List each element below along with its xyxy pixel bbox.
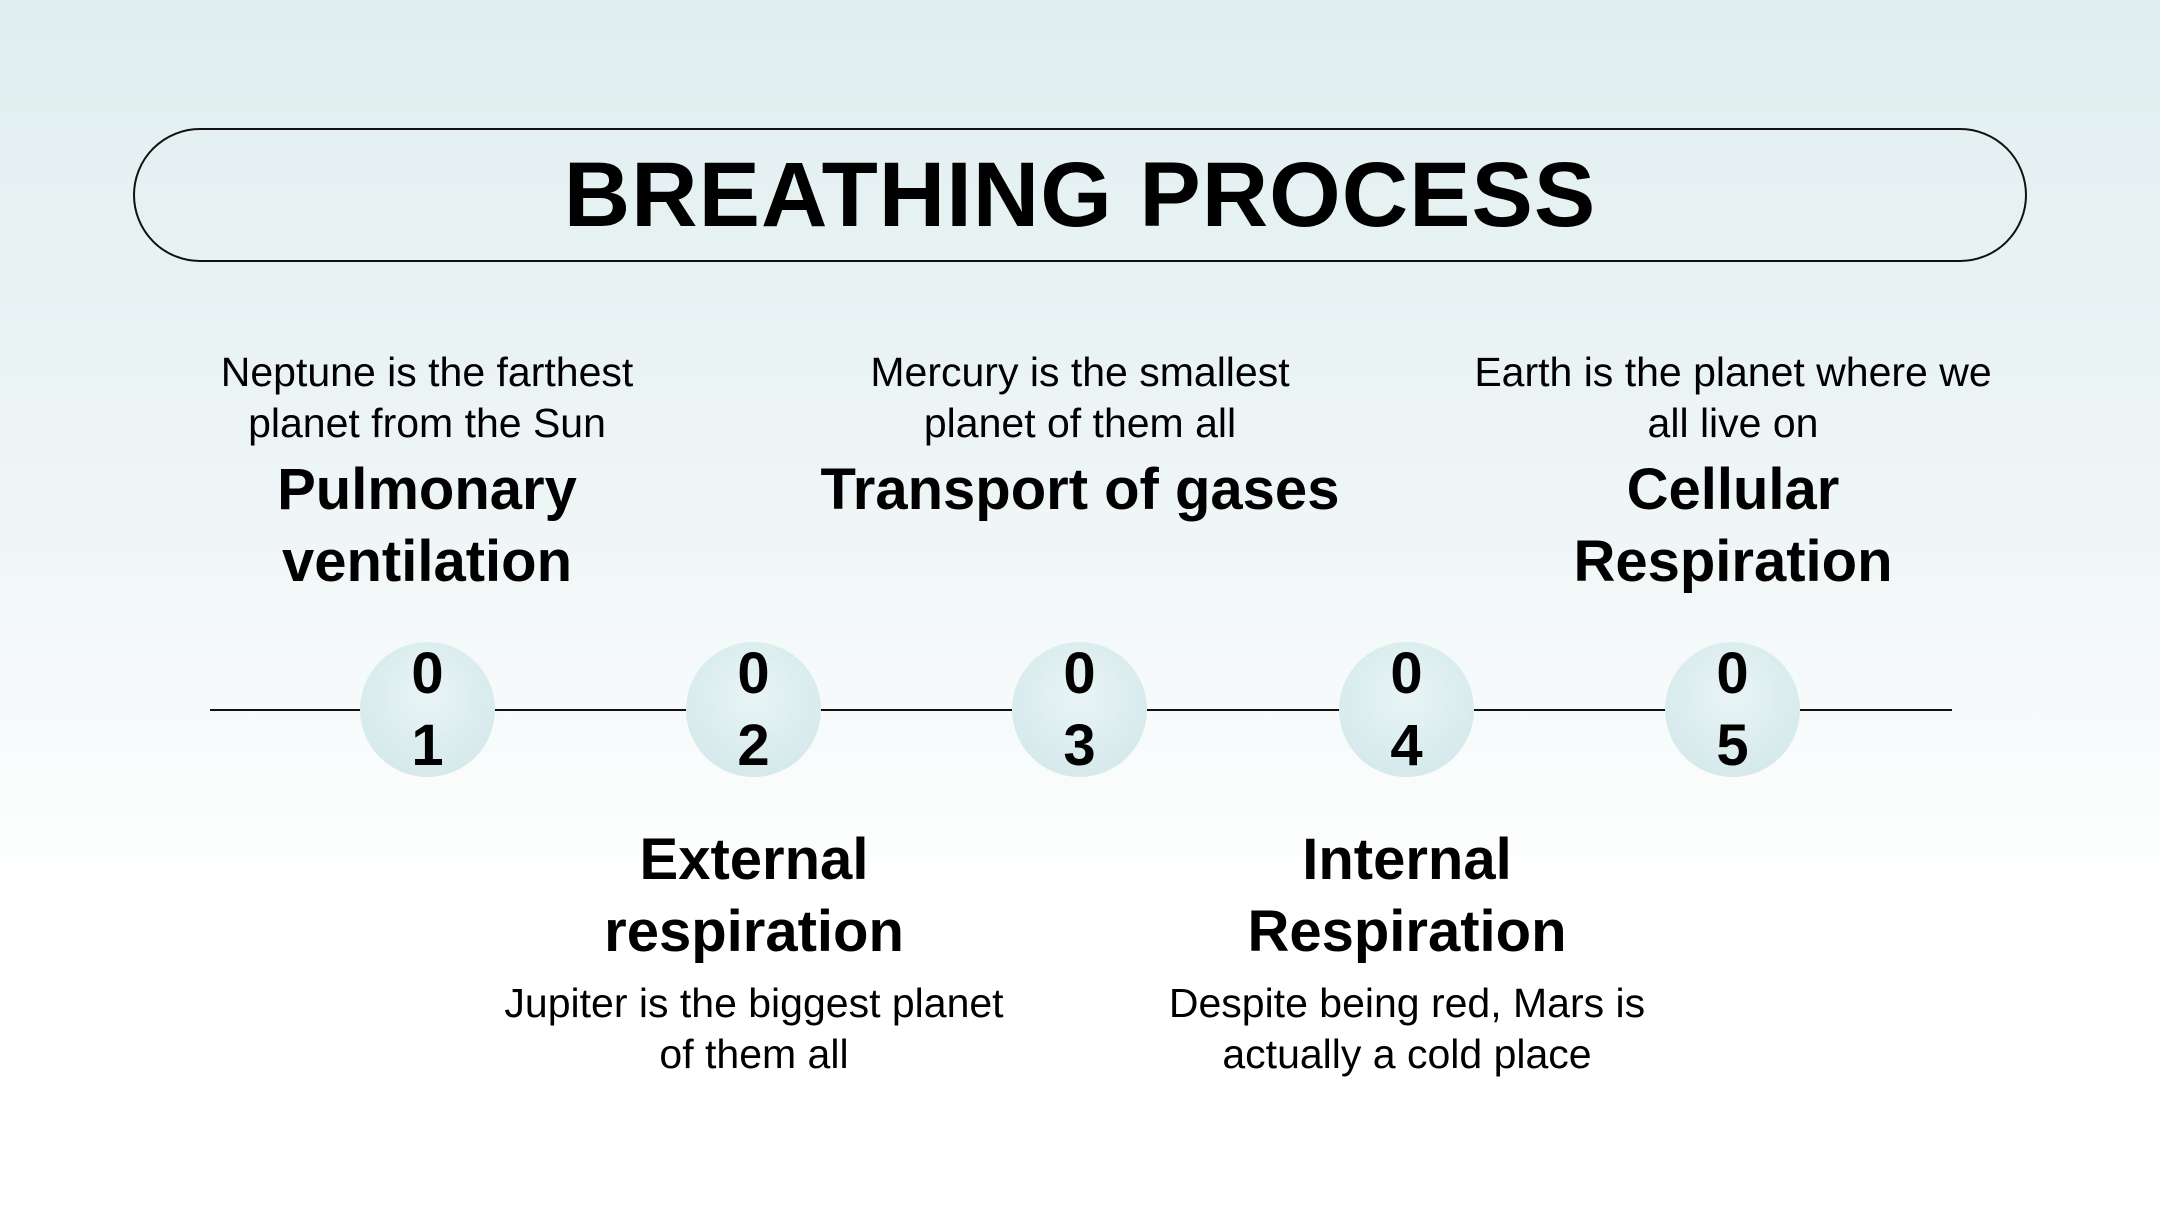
step-description: Mercury is the smallest planet of them a… [870, 349, 1290, 446]
step-heading: Internal Respiration [1247, 827, 1567, 964]
step-number: 01 [411, 640, 444, 778]
step-4-text: Internal Respiration Despite being red, … [1147, 824, 1667, 1080]
step-node-3: 03 [1012, 641, 1147, 778]
step-node-5: 05 [1665, 641, 1800, 778]
step-node-4: 04 [1339, 641, 1474, 778]
step-heading: Pulmonary ventilation [277, 457, 577, 594]
step-number: 04 [1390, 640, 1423, 778]
step-5-text: Earth is the planet where we all live on… [1473, 347, 1993, 598]
step-heading: External respiration [604, 827, 904, 964]
step-2-text: External respiration Jupiter is the bigg… [494, 824, 1014, 1080]
step-1-text: Neptune is the farthest planet from the … [167, 347, 687, 598]
step-description: Jupiter is the biggest planet of them al… [504, 980, 1004, 1077]
step-description: Despite being red, Mars is actually a co… [1168, 980, 1646, 1077]
step-3-text: Mercury is the smallest planet of them a… [820, 347, 1340, 526]
step-number: 03 [1063, 640, 1096, 778]
step-number: 02 [737, 640, 770, 778]
step-description: Earth is the planet where we all live on [1474, 349, 1992, 446]
step-node-1: 01 [360, 641, 495, 778]
step-number: 05 [1716, 640, 1749, 778]
title-pill: BREATHING PROCESS [133, 128, 2027, 262]
step-heading: Cellular Respiration [1573, 457, 1893, 594]
page-title: BREATHING PROCESS [563, 144, 1597, 246]
step-heading: Transport of gases [820, 457, 1340, 522]
step-node-2: 02 [686, 641, 821, 778]
step-description: Neptune is the farthest planet from the … [220, 349, 634, 446]
